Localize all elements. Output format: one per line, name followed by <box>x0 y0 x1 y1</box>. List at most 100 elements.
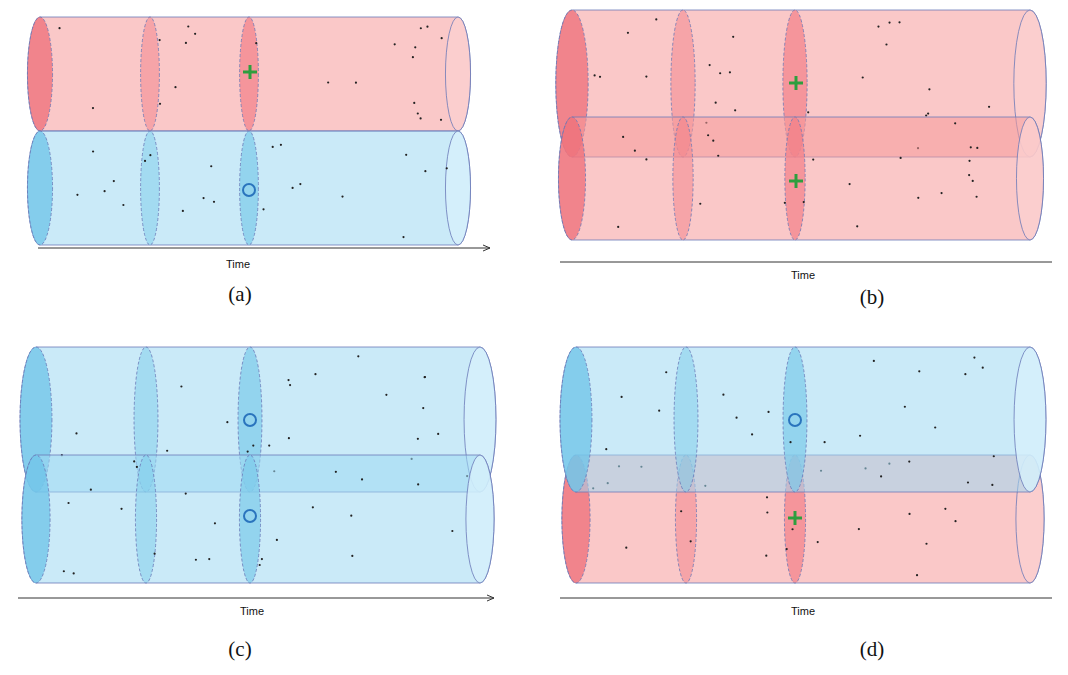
sample-dot <box>90 489 92 491</box>
sample-dot <box>144 160 146 162</box>
sample-dot <box>976 147 978 149</box>
sample-dot <box>424 376 426 378</box>
tube-body <box>560 347 1046 492</box>
sample-dot <box>645 75 647 77</box>
sample-dot <box>268 444 270 446</box>
tube-end <box>1016 117 1043 240</box>
axis-label: Time <box>240 605 264 617</box>
plus-symbol <box>789 174 803 188</box>
sample-dot <box>888 21 890 23</box>
tube-body <box>558 117 1043 240</box>
time-slice <box>141 17 160 131</box>
sample-dot <box>904 406 906 408</box>
tube-end <box>445 17 470 131</box>
sample-dot <box>413 102 415 104</box>
time-slice <box>674 347 698 492</box>
time-tube <box>560 347 1046 492</box>
time-axis <box>18 598 494 599</box>
sample-dot <box>967 481 969 483</box>
sample-dot <box>968 160 970 162</box>
sample-dot <box>335 471 337 473</box>
sample-dot <box>289 384 291 386</box>
sample-dot <box>991 484 993 486</box>
time-slice <box>135 455 156 583</box>
sample-dot <box>122 204 124 206</box>
sample-dot <box>925 114 927 116</box>
sample-dot <box>982 367 984 369</box>
sample-dot <box>954 520 956 522</box>
sample-dot <box>873 360 875 362</box>
sample-dot <box>136 466 138 468</box>
sample-dot <box>437 433 439 435</box>
sample-dot <box>658 410 660 412</box>
sample-dot <box>159 39 161 41</box>
sample-dot <box>113 180 115 182</box>
tube-end <box>445 131 470 245</box>
sample-dot <box>645 158 647 160</box>
sample-dot <box>262 208 264 210</box>
sample-dot <box>58 27 60 29</box>
time-slice <box>785 117 805 240</box>
sample-dot <box>849 183 851 185</box>
sample-dot <box>67 502 69 504</box>
sample-dot <box>859 435 861 437</box>
sample-dot <box>272 146 274 148</box>
tube-start <box>22 455 50 583</box>
sample-dot <box>424 170 426 172</box>
sample-dot <box>655 18 657 20</box>
tube-start <box>560 347 592 492</box>
sample-dot <box>314 373 316 375</box>
sample-dot <box>166 450 168 452</box>
sample-dot <box>92 150 94 152</box>
sample-dot <box>76 194 78 196</box>
sample-dot <box>159 103 161 105</box>
panel-label: (d) <box>860 637 885 662</box>
sample-dot <box>707 134 709 136</box>
sample-dot <box>940 192 942 194</box>
time-axis <box>38 248 490 249</box>
sample-dot <box>964 373 966 375</box>
sample-dot <box>917 197 919 199</box>
tube-end <box>466 455 494 583</box>
sample-dot <box>213 201 215 203</box>
time-slice <box>783 347 807 492</box>
sample-dot <box>988 106 990 108</box>
sample-dot <box>944 508 946 510</box>
sample-dot <box>803 201 805 203</box>
tube-start <box>27 131 52 245</box>
sample-dot <box>908 460 910 462</box>
sample-dot <box>312 506 314 508</box>
sample-dot <box>288 437 290 439</box>
sample-dot <box>385 394 387 396</box>
sample-dot <box>858 528 860 530</box>
axis-label: Time <box>791 605 815 617</box>
sample-dot <box>412 56 414 58</box>
time-axis <box>560 262 1052 263</box>
sample-dot <box>993 455 995 457</box>
sample-dot <box>784 202 786 204</box>
plus-symbol <box>243 65 257 79</box>
sample-dot <box>414 46 416 48</box>
sample-dot <box>426 26 428 28</box>
sample-dot <box>908 513 910 515</box>
sample-dot <box>970 146 972 148</box>
sample-dot <box>973 357 975 359</box>
sample-dot <box>405 154 407 156</box>
sample-dot <box>699 203 701 205</box>
sample-dot <box>446 167 448 169</box>
time-tube <box>27 131 470 245</box>
time-tube <box>27 17 470 131</box>
sample-dot <box>394 43 396 45</box>
panel-label: (c) <box>228 637 251 662</box>
sample-dot <box>280 144 282 146</box>
sample-dot <box>968 174 970 176</box>
sample-dot <box>202 197 204 199</box>
sample-dot <box>441 37 443 39</box>
sample-dot <box>291 187 293 189</box>
time-slice <box>673 117 693 240</box>
sample-dot <box>351 555 353 557</box>
sample-dot <box>900 157 902 159</box>
sample-dot <box>261 558 263 560</box>
time-slice <box>239 455 260 583</box>
